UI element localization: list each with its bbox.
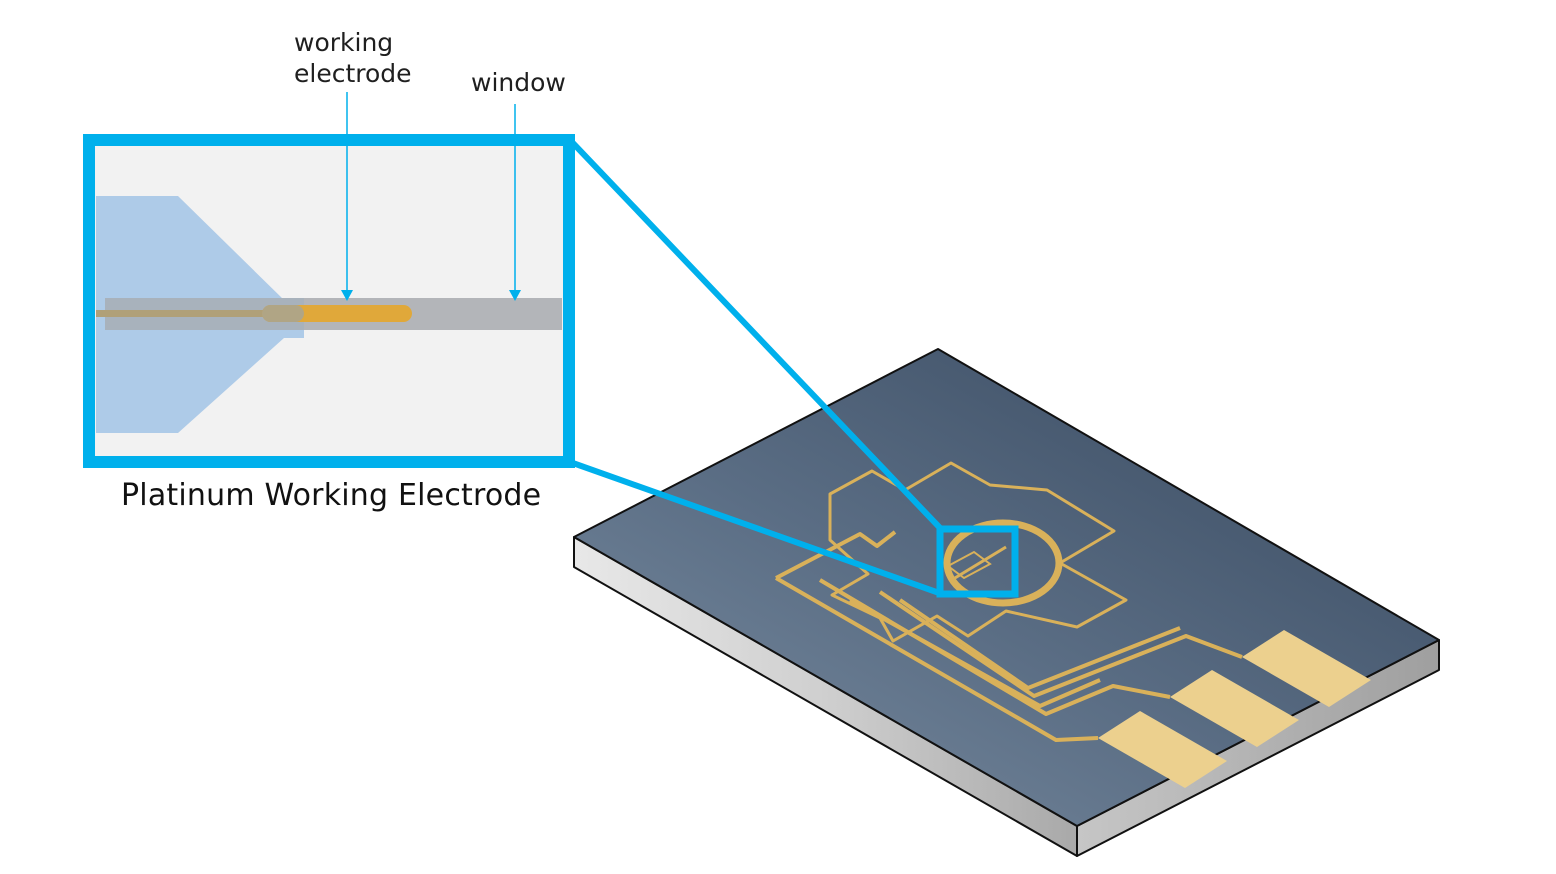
inset-detail — [83, 134, 575, 468]
pointer-arrows — [341, 92, 521, 301]
electrode-lead — [96, 310, 271, 317]
window-label: window — [471, 68, 566, 97]
contact-pad-1 — [1098, 711, 1227, 788]
inset-frame — [83, 134, 575, 468]
working-electrode-label-line1: working — [294, 28, 394, 57]
contact-pad-2 — [1170, 670, 1299, 747]
sensor-board — [573, 348, 1440, 857]
traces — [774, 530, 1243, 742]
window-pointer-head — [509, 290, 521, 301]
working-electrode-label: working electrode — [294, 27, 412, 89]
counter-electrode-outline — [828, 461, 1128, 643]
magnify-region-box — [936, 525, 1019, 598]
working-electrode-pointer-head — [341, 290, 353, 301]
inset-caption: Platinum Working Electrode — [121, 478, 542, 513]
callout-connectors — [567, 137, 945, 597]
working-electrode-label-line2: electrode — [294, 59, 412, 88]
contact-pad-3 — [1242, 630, 1371, 707]
reference-electrode-ring — [943, 519, 1063, 607]
board-top-surface — [573, 348, 1440, 827]
